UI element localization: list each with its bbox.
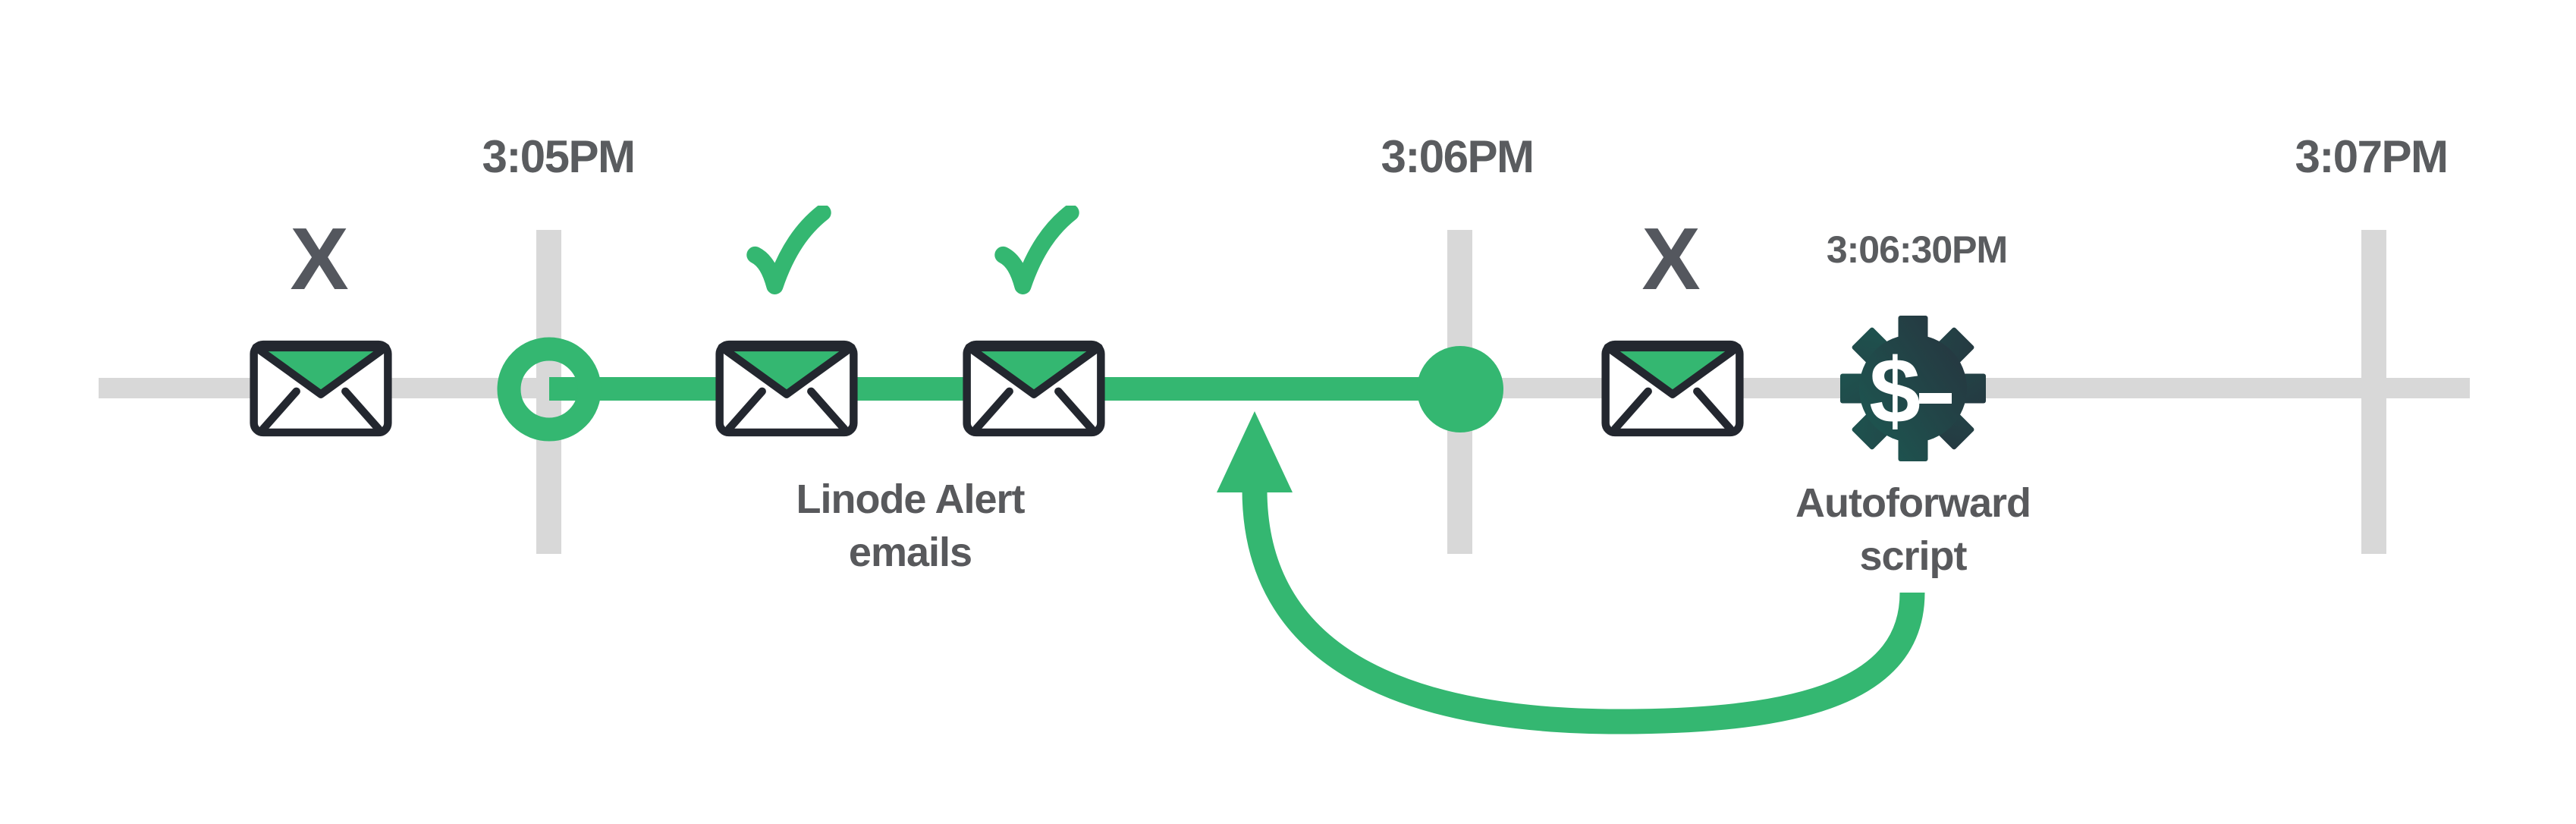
autoforward-arrow-curve	[1242, 489, 1925, 734]
envelope-icon	[250, 340, 392, 437]
check-icon	[994, 206, 1079, 294]
envelope-icon	[1601, 340, 1744, 437]
caption-autoforward-script: Autoforward script	[1795, 476, 2031, 583]
x-icon: X	[290, 209, 349, 308]
envelope-icon	[963, 340, 1105, 437]
gear-script-icon: $	[1840, 316, 1986, 461]
caption-line: script	[1859, 533, 1967, 579]
caption-line: Autoforward	[1795, 480, 2031, 526]
segment-end-dot	[1417, 346, 1503, 432]
caption-linode-alert-emails: Linode Alert emails	[796, 473, 1025, 579]
caption-line: emails	[848, 530, 972, 575]
x-icon: X	[1641, 209, 1701, 308]
prompt-underscore	[1919, 393, 1952, 404]
time-label-305pm: 3:05PM	[482, 131, 636, 182]
time-label-306pm: 3:06PM	[1381, 131, 1535, 182]
dollar-symbol: $	[1869, 339, 1921, 442]
envelope-icon	[715, 340, 858, 437]
autoforward-arrowhead	[1217, 411, 1293, 492]
time-label-30630pm: 3:06:30PM	[1826, 228, 2008, 271]
caption-line: Linode Alert	[796, 476, 1025, 522]
time-label-307pm: 3:07PM	[2295, 131, 2449, 182]
check-icon	[746, 206, 831, 294]
segment-start-ring	[497, 337, 602, 442]
